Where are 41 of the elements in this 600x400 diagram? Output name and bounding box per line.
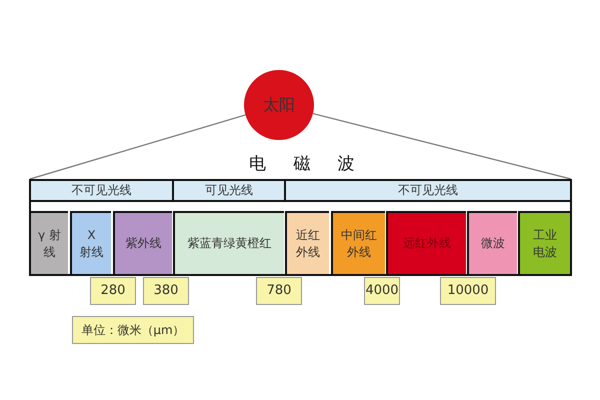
- spectrum-cell: [70, 211, 111, 274]
- category-label: 可见光线: [205, 182, 253, 199]
- spectrum-cell: [173, 211, 284, 274]
- unit-note-box: [72, 316, 194, 344]
- band-label: 中间红外线: [340, 227, 378, 260]
- band-label: 远红外线: [403, 235, 451, 252]
- wavelength-marker: [440, 277, 496, 305]
- wavelength-marker: [256, 277, 302, 305]
- wavelength-value: 380: [154, 282, 178, 300]
- spectrum-cell: [285, 211, 329, 274]
- wavelength-marker: [364, 277, 400, 305]
- band-label: 紫外线: [126, 235, 162, 252]
- spectrum-cell: [31, 211, 68, 274]
- category-label: 不可见光线: [72, 182, 132, 199]
- category-label: 不可见光线: [398, 182, 458, 199]
- wavelength-marker: [90, 277, 136, 305]
- wavelength-value: 10000: [447, 282, 489, 300]
- spectrum-band: [29, 179, 572, 276]
- spectrum-cell: [518, 211, 570, 274]
- sun-label: 太阳: [263, 94, 295, 116]
- band-label: 微波: [481, 235, 505, 252]
- spectrum-cell: [467, 211, 517, 274]
- wavelength-marker: [143, 277, 189, 305]
- band-label: 紫蓝青绿黄橙红: [188, 235, 272, 252]
- diagram-heading: 电磁波: [248, 153, 382, 175]
- category-header: [31, 181, 172, 202]
- band-label: 工业电波: [532, 227, 558, 260]
- wavelength-value: 780: [266, 282, 292, 300]
- wavelength-value: 280: [100, 282, 126, 300]
- connector-line: [30, 114, 246, 180]
- wavelength-value: 4000: [365, 282, 399, 300]
- spectrum-cell: [331, 211, 385, 274]
- band-label: 近红外线: [295, 227, 321, 260]
- band-label: X 射线: [80, 227, 104, 260]
- category-header: [172, 181, 284, 202]
- band-label: γ 射线: [37, 227, 62, 260]
- category-header: [284, 181, 570, 202]
- unit-note: 单位：微米（μm）: [81, 322, 185, 338]
- connector-line: [312, 113, 572, 180]
- spectrum-cell: [386, 211, 466, 274]
- spectrum-cell: [113, 211, 172, 274]
